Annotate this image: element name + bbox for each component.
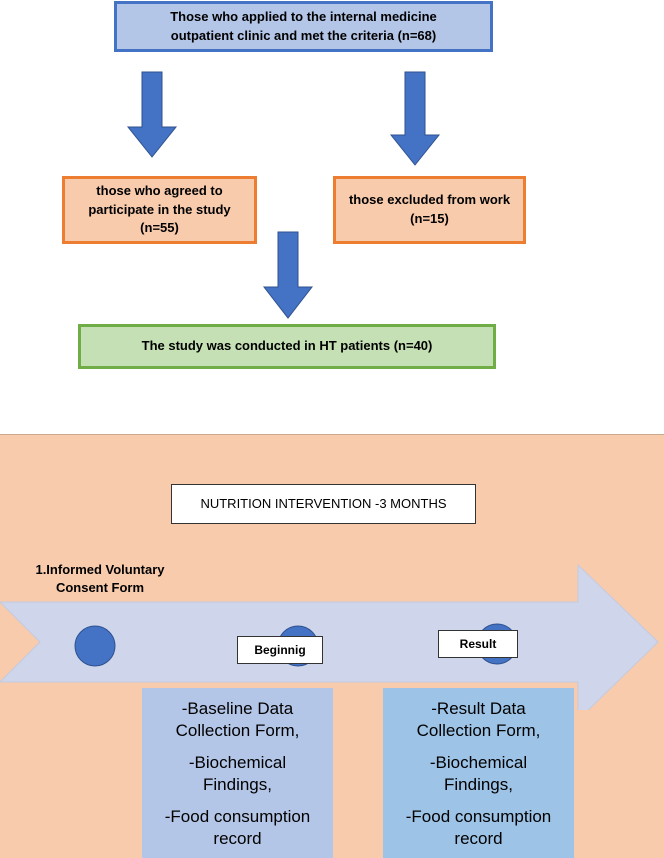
- result-label: Result: [438, 630, 518, 658]
- applicants-box: Those who applied to the internal medici…: [114, 1, 493, 52]
- result-item: -Result Data Collection Form,: [416, 699, 541, 741]
- milestone-dot-icon: [74, 625, 116, 667]
- study-population-box: The study was conducted in HT patients (…: [78, 324, 496, 369]
- down-arrow-icon: [389, 71, 441, 166]
- excluded-box: those excluded from work (n=15): [333, 176, 526, 244]
- consent-form-label: 1.Informed Voluntary Consent Form: [35, 562, 165, 595]
- down-arrow-icon: [126, 71, 178, 158]
- intervention-title: NUTRITION INTERVENTION -3 MONTHS: [171, 484, 476, 524]
- result-item: -Food consumption record: [405, 807, 552, 849]
- agreed-participants-box: those who agreed to participate in the s…: [62, 176, 257, 244]
- baseline-item: -Biochemical Findings,: [188, 753, 287, 795]
- result-item: -Biochemical Findings,: [429, 753, 528, 795]
- baseline-info-box: -Baseline Data Collection Form, -Biochem…: [142, 688, 333, 858]
- baseline-item: -Baseline Data Collection Form,: [175, 699, 300, 741]
- beginning-label: Beginnig: [237, 636, 323, 664]
- down-arrow-icon: [262, 231, 314, 319]
- timeline-arrow-icon: [0, 563, 659, 710]
- baseline-item: -Food consumption record: [164, 807, 311, 849]
- result-info-box: -Result Data Collection Form, -Biochemic…: [383, 688, 574, 858]
- flowchart-arrows: [126, 71, 441, 319]
